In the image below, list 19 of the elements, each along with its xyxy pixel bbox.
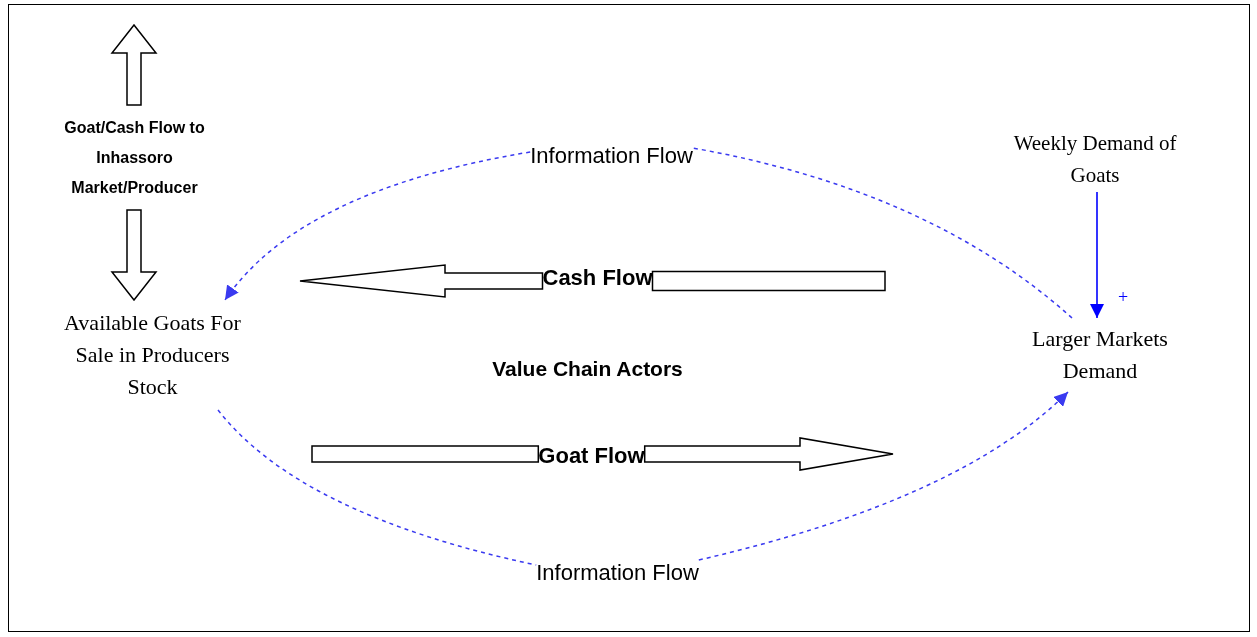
title-label: Value Chain Actors (492, 356, 683, 383)
dashed-arrow (224, 151, 531, 301)
block-arrow (651, 270, 886, 292)
arrow (1090, 191, 1104, 319)
flow-label: Goat/Cash Flow to Inhassoro Market/Producer (63, 117, 206, 198)
block-arrow (643, 437, 894, 471)
block-arrow (110, 23, 158, 106)
stock-label: Available Goats For Sale in Producers Stock (63, 309, 242, 401)
demand-label: Larger Markets Demand (1031, 325, 1169, 385)
flow-label: Cash Flow (542, 263, 653, 292)
flow-label: Information Flow (530, 141, 693, 170)
block-arrow (110, 209, 158, 302)
flow-label: Goat Flow (538, 441, 645, 470)
flow-label: Information Flow (536, 558, 699, 587)
block-arrow (311, 445, 540, 463)
demand-label: Weekly Demand of Goats (1012, 129, 1178, 189)
dashed-arrow (698, 391, 1069, 561)
block-arrow (299, 264, 544, 298)
polarity-sign: + (1118, 288, 1129, 306)
